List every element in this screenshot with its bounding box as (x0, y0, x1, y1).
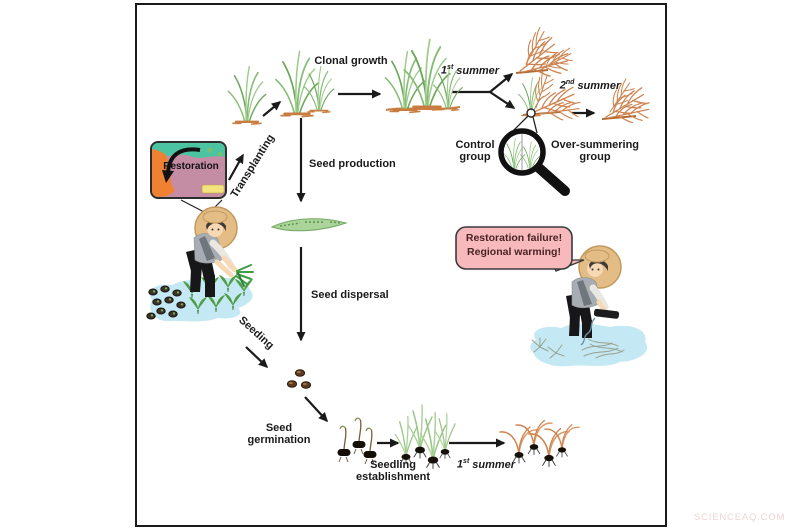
seedling-establishment-label: Seedling establishment (342, 459, 444, 483)
arrow-seeding (245, 346, 269, 369)
map-restoration-label: Restoration (163, 161, 219, 172)
germinated-seeds (336, 417, 378, 465)
summer-word: summer (456, 64, 500, 77)
watermark-text: SCIENCEAQ.COM (694, 512, 786, 523)
restoration-map-inset: Restoration (150, 141, 227, 199)
researcher-monitoring (566, 245, 622, 346)
clonal-growth-label: Clonal growth (314, 55, 388, 67)
dispersed-seeds (286, 369, 312, 389)
researcher-transplanting (186, 206, 254, 297)
seed-spadix (270, 218, 348, 232)
oversummering-line1: Over-summering (550, 139, 640, 151)
summer-ordinal: nd (565, 79, 575, 86)
map-art (152, 143, 225, 197)
arrow-transplanting (228, 153, 244, 181)
summer-word: summer (472, 458, 516, 471)
summer-number: 1 (440, 64, 448, 77)
dead-seagrass-sketch (531, 337, 625, 359)
arrow-fork-up (489, 73, 514, 93)
clonal-patch (384, 38, 464, 114)
seedling-line2: establishment (356, 471, 430, 483)
withered-clump-second-summer (599, 78, 650, 125)
seed-germination-line2: germination (247, 434, 311, 446)
control-group-line2: group (459, 151, 491, 163)
arrow-fork-down (489, 91, 516, 109)
seed-dispersal-label: Seed dispersal (311, 289, 389, 301)
speech-bubble-text: Restoration failure! Regional warming! (458, 231, 570, 259)
summer-word: summer (577, 79, 621, 92)
magnifier-icon (498, 108, 570, 196)
failed-site-water (530, 323, 648, 367)
flow-arrows (228, 73, 596, 448)
withered-clump-first-summer (512, 26, 574, 78)
seed-production-label: Seed production (309, 158, 396, 170)
summer-ordinal: st (463, 458, 470, 465)
summer-number: 2 (559, 79, 566, 92)
oversummering-line2: group (579, 151, 611, 163)
speech-bubble-shape (455, 226, 585, 272)
bubble-line2: Regional warming! (467, 246, 561, 258)
seedling-line1: Seedling (370, 459, 416, 471)
oversummering-group-label: Over-summering group (545, 139, 645, 163)
summer-number: 1 (456, 458, 464, 471)
seed-germination-label: Seed germination (238, 422, 320, 446)
arrow-seed-germination (304, 396, 329, 423)
transplanted-shoot (227, 65, 267, 126)
control-group-line1: Control (455, 139, 495, 151)
control-group-label: Control group (445, 139, 505, 163)
bubble-line1: Restoration failure! (465, 232, 563, 244)
summer-ordinal: st (447, 64, 454, 71)
restoration-site-water (149, 278, 253, 322)
arrow-to-clone (262, 101, 282, 117)
seed-germination-line1: Seed (265, 422, 293, 434)
